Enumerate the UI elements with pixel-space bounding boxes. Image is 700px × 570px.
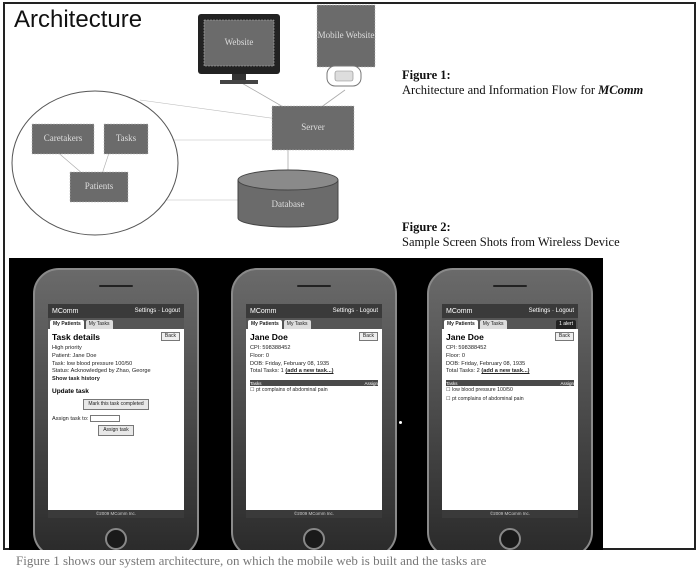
phone-1: MComm Settings · Logout My Patients My T… <box>33 268 199 550</box>
patient-details: Jane Doe Back CPI: 598388452 Floor: 0 DO… <box>442 329 578 407</box>
patients-label: Patients <box>84 181 114 192</box>
home-button <box>499 528 521 550</box>
app-header: MComm Settings · Logout <box>442 304 578 318</box>
figure2-number: Figure 2: <box>402 220 451 234</box>
task-table: Tasks Assign ☐ low blood pressure 100/50… <box>446 379 574 404</box>
tasks-label: Tasks <box>115 133 137 144</box>
total-tasks: Total Tasks: 2 <box>446 368 480 375</box>
task-text: low blood pressure 100/50 <box>452 386 513 393</box>
total-tasks: Total Tasks: 1 <box>250 368 284 375</box>
screenshots-panel: MComm Settings · Logout My Patients My T… <box>9 258 603 550</box>
task-details: Task details Back High priority Patient:… <box>48 329 184 441</box>
phone-2-screen: MComm Settings · Logout My Patients My T… <box>246 304 382 518</box>
task-table: Tasks Assign ☐ pt complains of abdominal… <box>250 379 378 395</box>
caretakers-label: Caretakers <box>43 133 83 144</box>
back-button[interactable]: Back <box>358 332 378 341</box>
task-column-header: Tasks <box>446 380 458 386</box>
home-button <box>303 528 325 550</box>
tab-bar: My Patients My Tasks <box>48 318 184 329</box>
footer: ©2009 MComm Inc. <box>48 510 184 518</box>
architecture-diagram <box>11 4 376 236</box>
footer: ©2009 MComm Inc. <box>442 510 578 518</box>
speaker-icon <box>98 284 134 288</box>
app-name: MComm <box>446 307 473 315</box>
detail-line: Floor: 0 <box>446 353 465 360</box>
logout-link[interactable]: Logout <box>359 308 378 314</box>
figure1-number: Figure 1: <box>402 68 451 82</box>
settings-link[interactable]: Settings <box>528 308 551 314</box>
app-name: MComm <box>52 307 79 315</box>
update-task-heading: Update task <box>52 388 89 396</box>
cutoff-body-text: Figure 1 shows our system architecture, … <box>16 553 487 568</box>
app-header: MComm Settings · Logout <box>246 304 382 318</box>
mark-completed-button[interactable]: Mark this task completed <box>83 398 149 410</box>
task-text: pt complains of abdominal pain <box>256 386 328 393</box>
tab-my-patients[interactable]: My Patients <box>50 320 84 329</box>
detail-line: High priority <box>52 345 82 352</box>
tab-my-tasks[interactable]: My Tasks <box>85 320 113 329</box>
phone-3: MComm Settings · Logout My Patients My T… <box>427 268 593 550</box>
assign-select[interactable] <box>89 414 120 422</box>
figure2-caption: Figure 2: Sample Screen Shots from Wirel… <box>402 220 620 250</box>
task-text: pt complains of abdominal pain <box>452 395 524 402</box>
phone-1-screen: MComm Settings · Logout My Patients My T… <box>48 304 184 518</box>
speaker-icon <box>492 284 528 288</box>
tab-bar: My Patients My Tasks <box>246 318 382 329</box>
page-title: Jane Doe <box>250 332 288 342</box>
assign-column-header: Assign <box>560 380 574 386</box>
page-title: Task details <box>52 332 101 342</box>
logout-link[interactable]: Logout <box>161 308 180 314</box>
settings-link[interactable]: Settings <box>134 308 157 314</box>
table-row[interactable]: ☐ pt complains of abdominal pain <box>446 395 524 402</box>
table-row[interactable]: ☐ low blood pressure 100/50 <box>446 386 513 393</box>
tab-bar: My Patients My Tasks 1 alert <box>442 318 578 329</box>
app-header: MComm Settings · Logout <box>48 304 184 318</box>
page-title: Jane Doe <box>446 332 484 342</box>
detail-line: CPI: 598388452 <box>250 345 291 352</box>
assign-label: Assign task to: <box>52 415 89 422</box>
detail-line: Floor: 0 <box>250 353 269 360</box>
tab-my-tasks[interactable]: My Tasks <box>283 320 311 329</box>
footer: ©2009 MComm Inc. <box>246 510 382 518</box>
detail-line: DOB: Friday, February 08, 1935 <box>446 360 526 367</box>
database-cylinder <box>237 180 339 228</box>
app-name: MComm <box>250 307 277 315</box>
assign-task-button[interactable]: Assign task <box>98 425 134 436</box>
detail-line: Patient: Jane Doe <box>52 353 97 360</box>
figure1-caption: Figure 1: Architecture and Information F… <box>402 68 643 98</box>
detail-line: CPI: 598388452 <box>446 345 487 352</box>
database-label: Database <box>271 199 305 210</box>
settings-link[interactable]: Settings <box>332 308 355 314</box>
patient-details: Jane Doe Back CPI: 598388452 Floor: 0 DO… <box>246 329 382 398</box>
mobile-website-label: Mobile Website <box>317 30 375 41</box>
assign-column-header: Assign <box>364 380 378 386</box>
home-button <box>105 528 127 550</box>
alert-badge[interactable]: 1 alert <box>556 320 576 329</box>
back-button[interactable]: Back <box>160 332 180 341</box>
detail-line: Task: low blood pressure 100/50 <box>52 360 133 367</box>
server-label: Server <box>301 122 325 133</box>
figure2-text: Sample Screen Shots from Wireless Device <box>402 235 620 249</box>
stray-dot <box>399 421 402 424</box>
tab-my-patients[interactable]: My Patients <box>248 320 282 329</box>
figure1-text: Architecture and Information Flow for <box>402 83 599 97</box>
task-column-header: Tasks <box>250 380 262 386</box>
detail-line: Status: Acknowledged by Zhao, George <box>52 368 151 375</box>
logout-link[interactable]: Logout <box>555 308 574 314</box>
speaker-icon <box>296 284 332 288</box>
figure1-brand: MComm <box>598 83 644 97</box>
phone-3-screen: MComm Settings · Logout My Patients My T… <box>442 304 578 518</box>
website-label: Website <box>224 37 254 48</box>
show-history-link[interactable]: Show task history <box>52 375 100 382</box>
tab-my-tasks[interactable]: My Tasks <box>479 320 507 329</box>
architecture-title: Architecture <box>14 6 143 33</box>
add-task-link[interactable]: (add a new task...) <box>285 368 334 375</box>
tab-my-patients[interactable]: My Patients <box>444 320 478 329</box>
table-row[interactable]: ☐ pt complains of abdominal pain <box>250 386 328 393</box>
add-task-link[interactable]: (add a new task...) <box>481 368 530 375</box>
phone-2: MComm Settings · Logout My Patients My T… <box>231 268 397 550</box>
back-button[interactable]: Back <box>554 332 574 341</box>
detail-line: DOB: Friday, February 08, 1935 <box>250 360 330 367</box>
